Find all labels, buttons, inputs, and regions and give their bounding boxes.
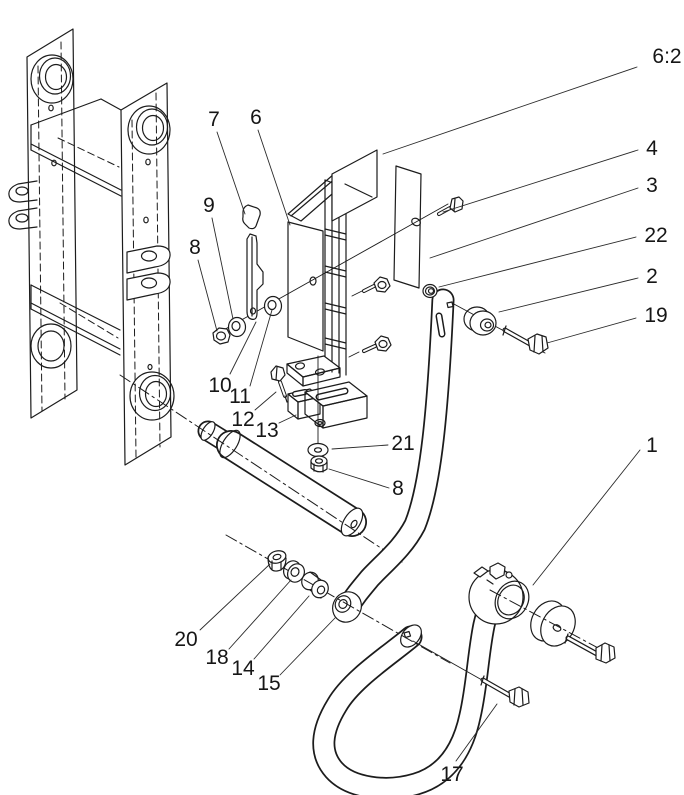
callout-label-14: 14 bbox=[231, 657, 255, 680]
bolt-4 bbox=[437, 196, 464, 216]
arm-eye bbox=[332, 591, 362, 623]
leader-line-13 bbox=[278, 414, 297, 424]
callout-label-10: 10 bbox=[208, 374, 231, 397]
spacer-14 bbox=[301, 571, 329, 599]
callout-label-13: 13 bbox=[255, 419, 278, 442]
hardware-axis-line bbox=[219, 203, 449, 333]
leader-line-1 bbox=[532, 449, 641, 586]
adjuster-block bbox=[287, 381, 368, 429]
frame-clevis-lugs bbox=[126, 245, 171, 301]
bearing-boss-top-left bbox=[30, 54, 74, 104]
latch-strip bbox=[246, 233, 264, 320]
mount-frame bbox=[8, 28, 175, 466]
hook-tube bbox=[312, 585, 508, 795]
washer-9 bbox=[227, 316, 247, 338]
leader-line-2 bbox=[498, 277, 639, 313]
nut-8-mid bbox=[310, 455, 328, 473]
clamp-screw bbox=[473, 562, 513, 585]
callout-label-18: 18 bbox=[205, 646, 228, 669]
bolt-lower-right bbox=[348, 335, 392, 358]
callout-label-20: 20 bbox=[174, 628, 197, 651]
bolt-upper-right bbox=[351, 276, 391, 297]
washer-11 bbox=[263, 295, 283, 317]
callout-label-8: 8 bbox=[189, 236, 201, 259]
pad-tab bbox=[242, 204, 261, 230]
nut-20 bbox=[267, 550, 287, 572]
callout-label-22: 22 bbox=[644, 224, 667, 247]
callout-label-9: 9 bbox=[203, 194, 215, 217]
leader-line-17 bbox=[455, 703, 498, 762]
leader-line-12 bbox=[254, 391, 277, 411]
eye-axis-line bbox=[225, 534, 451, 664]
pivot-arm bbox=[332, 288, 455, 623]
disc-axis-line bbox=[489, 589, 616, 658]
bolt-17 bbox=[412, 640, 530, 708]
callout-label-1: 1 bbox=[646, 434, 658, 457]
callout-label-6:2: 6:2 bbox=[652, 45, 681, 68]
frame-lug-left bbox=[8, 180, 38, 230]
hub-boss-1 bbox=[468, 562, 530, 625]
washer-21 bbox=[307, 442, 329, 458]
bearing-boss-bottom-right bbox=[129, 371, 175, 421]
bearing-boss-bottom-left bbox=[30, 323, 72, 369]
bolt-12 bbox=[270, 365, 288, 403]
callout-label-4: 4 bbox=[646, 137, 658, 160]
leader-line-22 bbox=[438, 236, 637, 288]
bushing-2 bbox=[463, 306, 497, 336]
leader-line-18 bbox=[228, 579, 292, 650]
bearing-boss-top-right bbox=[127, 105, 171, 155]
leader-line-10 bbox=[229, 321, 257, 375]
leader-line-6 bbox=[257, 129, 291, 226]
leader-line-19 bbox=[546, 317, 637, 344]
pivot-tube bbox=[197, 420, 367, 537]
callout-label-7: 7 bbox=[208, 108, 220, 131]
leader-line-8 bbox=[197, 259, 218, 332]
leader-line-7 bbox=[216, 131, 246, 215]
callout-label-17: 17 bbox=[440, 763, 463, 786]
nut-8-left bbox=[212, 327, 231, 345]
leader-line-4 bbox=[442, 149, 639, 213]
leader-line-8 bbox=[328, 468, 390, 489]
leader-line-20 bbox=[199, 563, 271, 631]
callout-label-6: 6 bbox=[250, 106, 262, 129]
pivot-axis-line bbox=[119, 374, 403, 563]
decal-plate bbox=[331, 149, 378, 222]
callout-label-11: 11 bbox=[229, 385, 251, 408]
leader-line-11 bbox=[249, 309, 273, 387]
callout-label-15: 15 bbox=[257, 672, 280, 695]
callout-label-8: 8 bbox=[392, 477, 404, 500]
leader-line-21 bbox=[331, 444, 389, 450]
leader-line-6:2 bbox=[382, 66, 638, 155]
bolt-19 bbox=[502, 325, 549, 355]
leader-line-15 bbox=[279, 617, 336, 676]
bolt-right bbox=[564, 633, 616, 664]
nut-22 bbox=[422, 283, 438, 299]
leader-line-14 bbox=[253, 595, 310, 660]
mount-bracket bbox=[286, 173, 348, 387]
leader-line-9 bbox=[211, 217, 234, 320]
callout-label-21: 21 bbox=[391, 432, 414, 455]
callout-label-19: 19 bbox=[644, 304, 667, 327]
leader-line-3 bbox=[429, 187, 639, 259]
callout-label-2: 2 bbox=[646, 265, 658, 288]
callout-label-3: 3 bbox=[646, 174, 658, 197]
callout-label-12: 12 bbox=[231, 408, 254, 431]
